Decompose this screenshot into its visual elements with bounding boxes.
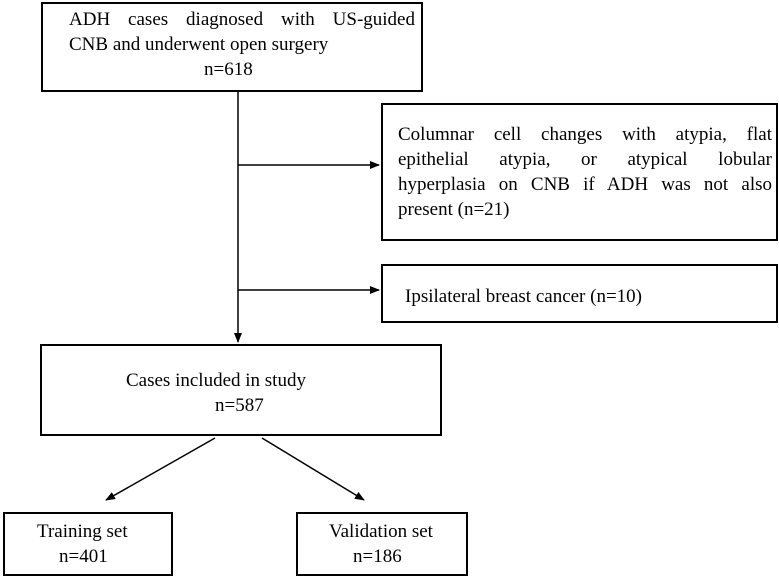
included-cases-box: Cases included in study n=587 (40, 344, 442, 436)
source-cohort-line-1: ADH cases diagnosed with US-guided (69, 9, 415, 30)
training-set-box: Training set n=401 (3, 512, 173, 576)
included-cases-count: n=587 (215, 395, 264, 416)
source-cohort-box: ADH cases diagnosed with US-guided CNB a… (41, 2, 423, 92)
exclusion-1-line-3: hyperplasia on CNB if ADH was not also (398, 174, 772, 195)
validation-set-label: Validation set (329, 521, 433, 542)
exclusion-1-line-2: epithelial atypia, or atypical lobular (398, 149, 772, 170)
exclusion-1-box: Columnar cell changes with atypia, flat … (381, 103, 778, 241)
exclusion-2-box: Ipsilateral breast cancer (n=10) (381, 264, 778, 323)
validation-set-box: Validation set n=186 (296, 512, 468, 576)
training-set-label: Training set (37, 521, 128, 542)
included-cases-label: Cases included in study (126, 370, 306, 391)
training-split-arrow (105, 437, 216, 501)
validation-set-count: n=186 (353, 546, 402, 567)
source-cohort-count: n=618 (204, 59, 253, 80)
source-cohort-line-2: CNB and underwent open surgery (69, 34, 329, 55)
exclusion-1-line-1: Columnar cell changes with atypia, flat (398, 124, 772, 145)
exclusion-1-line-4: present (n=21) (398, 199, 510, 220)
exclusion-2-line-1: Ipsilateral breast cancer (n=10) (405, 286, 643, 307)
validation-split-arrow (261, 437, 365, 501)
training-set-count: n=401 (59, 546, 108, 567)
